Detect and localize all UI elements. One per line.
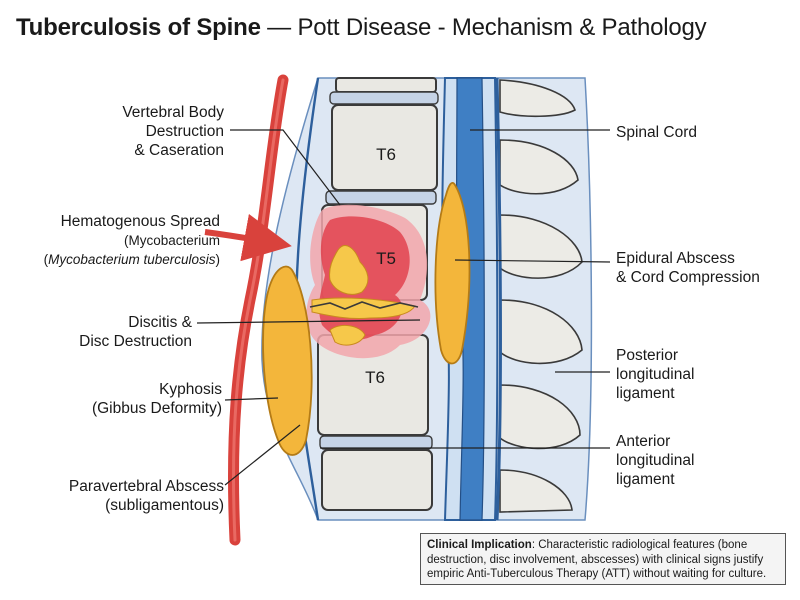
vertebra-label-upper: T6 — [376, 145, 396, 164]
intervertebral-discs — [319, 91, 439, 450]
label-line: & Cord Compression — [616, 269, 760, 286]
label-line: Destruction — [145, 123, 224, 140]
label-line: (Mycobacterium — [123, 233, 220, 248]
label-line: Paravertebral Abscess — [68, 478, 224, 495]
label-kyphosis: Kyphosis (Gibbus Deformity) — [92, 380, 222, 418]
label-paravertebral-abscess: Paravertebral Abscess (subligamentous) — [69, 477, 224, 515]
pointer-lines — [196, 129, 611, 486]
caseous-necrosis — [311, 245, 416, 346]
disc-fracture-line — [309, 301, 419, 310]
label-line: Disc Destruction — [79, 333, 192, 350]
label-line: Discitis & — [128, 314, 192, 331]
title-subtitle: Pott Disease - Mechanism & Pathology — [297, 14, 707, 41]
species-name: Mycobacterium tuberculosis — [48, 252, 216, 267]
label-vertebral-body-destruction: Vertebral Body Destruction & Caseration — [122, 103, 224, 160]
title-main: Tuberculosis of Spine — [16, 14, 261, 41]
label-line: ligament — [616, 385, 675, 402]
clinical-title: Clinical Implication — [427, 539, 532, 551]
epidural-abscess — [434, 182, 471, 365]
paravertebral-abscess — [262, 265, 313, 456]
label-line: (Gibbus Deformity) — [91, 400, 222, 417]
hematogenous-arrow — [204, 213, 292, 262]
page-title: Tuberculosis of Spine — Pott Disease - M… — [16, 14, 707, 42]
label-line: Anterior — [616, 433, 671, 450]
posterior-ligament-line — [495, 77, 502, 521]
artery-vessel-highlight — [231, 78, 285, 542]
label-line: Epidural Abscess — [616, 250, 735, 267]
label-line: (subligamentous) — [105, 497, 224, 514]
label-hematogenous-spread: Hematogenous Spread (Mycobacterium (Myco… — [44, 212, 220, 269]
label-posterior-ligament: Posterior longitudinal ligament — [616, 346, 694, 403]
clinical-text: : Characteristic radiological features (… — [427, 539, 767, 580]
label-line: Posterior — [616, 347, 679, 364]
label-line: longitudinal — [616, 366, 695, 383]
vertebra-label-middle: T5 — [376, 249, 396, 268]
label-spinal-cord: Spinal Cord — [616, 123, 697, 142]
label-line: Vertebral Body — [122, 104, 224, 121]
label-epidural-abscess: Epidural Abscess & Cord Compression — [616, 249, 760, 287]
label-line: ligament — [616, 471, 675, 488]
inflammation-zone — [306, 204, 431, 359]
vertebra-label-lower: T6 — [365, 368, 385, 387]
label-line-species: (Mycobacterium tuberculosis) — [44, 250, 220, 269]
clinical-implication-box: Clinical Implication: Characteristic rad… — [420, 533, 786, 585]
spinous-processes — [499, 79, 583, 513]
paren-open: ( — [43, 252, 49, 267]
paren-close: ) — [215, 252, 221, 267]
label-discitis: Discitis & Disc Destruction — [79, 313, 192, 351]
label-line: & Caseration — [134, 142, 224, 159]
label-line: Hematogenous Spread — [60, 213, 220, 230]
title-separator: — — [260, 14, 298, 41]
label-line: Spinal Cord — [616, 124, 697, 141]
label-anterior-ligament: Anterior longitudinal ligament — [616, 432, 694, 489]
label-line: longitudinal — [616, 452, 695, 469]
label-line: Kyphosis — [159, 381, 222, 398]
